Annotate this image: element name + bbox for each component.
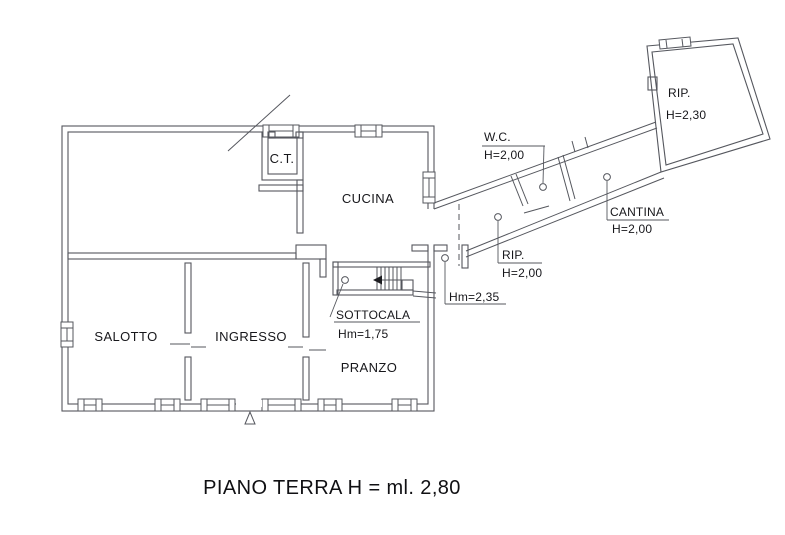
ct-label: C.T. [270,151,295,166]
salotto-partition-upper [184,262,192,334]
entrance-triangle-marker [244,410,256,425]
wc-label: W.C. [484,130,511,144]
divider-junction-block [295,244,327,260]
sottoscala-leader-line [329,283,344,318]
wc-partition [515,173,529,205]
window [261,398,302,412]
corridor-bottom-wall-outer [465,171,662,252]
window [262,124,300,138]
salotto-partition-lower [184,356,192,401]
window [60,321,74,348]
sottoscala-height-label: Hm=1,75 [338,327,389,341]
window [200,398,236,412]
hm235-leader-dot [441,254,449,262]
hm235-label: Hm=2,35 [449,290,500,304]
entrance-door-gap [236,400,262,407]
cucina-label: CUCINA [342,191,394,206]
door-jamb-tick [571,140,576,153]
cantina-label: CANTINA [610,205,664,219]
cantina-partition [557,156,571,202]
ct-room-inner-wall [267,137,298,175]
door-jamb-stub [319,258,327,278]
windows [60,124,436,425]
staircase [332,261,437,299]
vestibule-wall [433,244,448,252]
rip-esterno-height-label: H=2,30 [666,108,706,122]
wc-partition [510,175,524,207]
window [354,124,383,138]
corridor-top-wall-outer [433,121,657,204]
stair-landing [401,279,414,291]
window [77,398,103,412]
rip-inner-wall [651,43,764,166]
stair-left-wall [332,261,339,296]
annotation-leaders [227,94,669,323]
door-jamb-tick [584,136,589,149]
rip-outer-wall [646,37,771,173]
room-labels: SALOTTO INGRESSO PRANZO CUCINA C.T. SOTT… [94,86,706,375]
rip-wall-notch [647,76,658,91]
stair-landing-ext-2 [412,295,437,299]
corridor-bottom-wall-inner [465,177,665,258]
rip-corridoio-height-label: H=2,00 [502,266,542,280]
wc-threshold-line [523,205,550,214]
sottoscala-label: SOTTOCALA [336,308,410,322]
rip-esterno-room [646,36,771,173]
ingresso-label: INGRESSO [215,329,287,344]
page-title: PIANO TERRA H = ml. 2,80 [203,477,461,499]
window [422,171,436,204]
divider-wall [67,252,297,260]
stair-bottom-wall [336,289,414,296]
wc-leader-dot [539,183,547,191]
outer-wall [61,125,435,412]
corridor-wing-walls [433,121,665,269]
cantina-leader-dot [603,173,611,181]
cantina-partition [562,154,576,200]
hall-wall-below-ct [258,184,304,192]
wc-leader-line [542,145,545,184]
sottoscala-leader-dot [341,276,349,284]
pranzo-label: PRANZO [341,360,398,375]
stair-landing-ext-1 [412,290,437,294]
ct-window-stub [295,131,304,139]
ingresso-partition-lower [302,356,310,401]
cantina-height-label: H=2,00 [612,222,652,236]
stair-direction-arrow-icon [373,275,402,285]
rip-corridoio-label: RIP. [502,248,525,262]
window [317,398,343,412]
rip-esterno-label: RIP. [668,86,691,100]
window [391,398,418,412]
corridor-top-wall-inner [433,127,658,210]
rip-corridoio-leader-dot [494,213,502,221]
corridor-opening-patch [426,209,436,246]
ingresso-partition-upper [302,262,310,338]
section-slash-mark [227,94,291,152]
salotto-label: SALOTTO [94,329,157,344]
vestibule-jog-wall [461,244,469,269]
corridor-door-gap [570,133,588,148]
ct-window-stub [267,131,276,139]
cucina-left-wall [296,179,304,234]
wc-height-label: H=2,00 [484,148,524,162]
window [154,398,181,412]
stair-top-wall [332,261,431,268]
window [658,36,692,50]
cucina-bottom-wall [411,244,429,252]
